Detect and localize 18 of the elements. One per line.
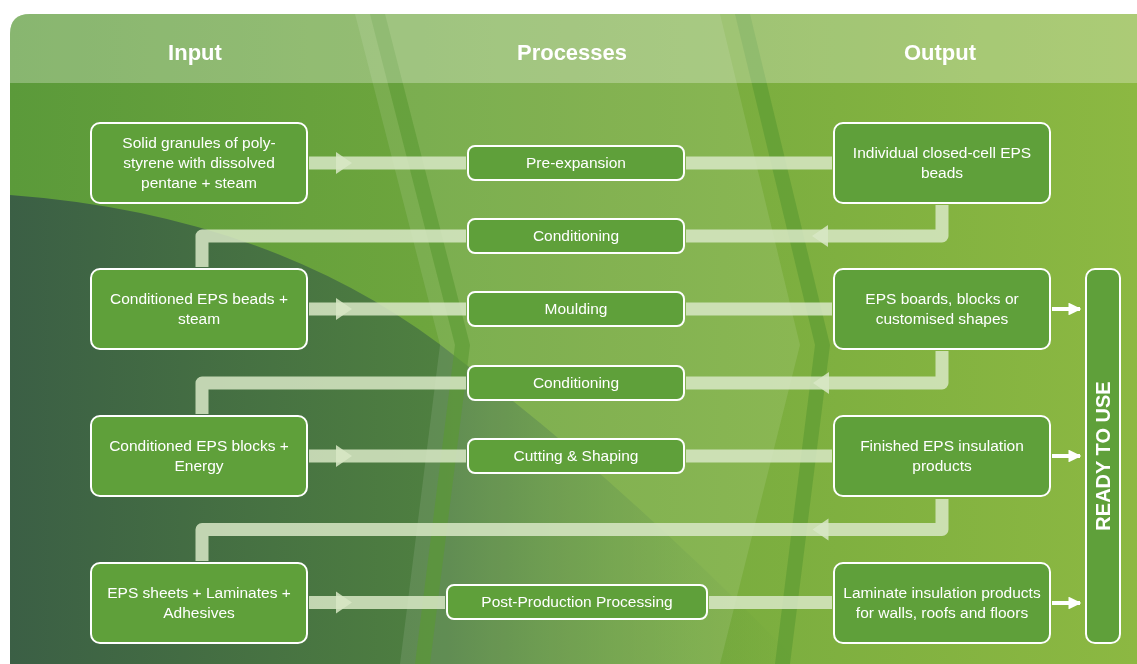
process-box: Conditioning	[467, 218, 685, 254]
output-box: Individual closed-cell EPS beads	[833, 122, 1051, 204]
process-box: Moulding	[467, 291, 685, 327]
column-heading: Input	[168, 40, 222, 66]
output-box: EPS boards, blocks or customised shapes	[833, 268, 1051, 350]
output-bar: READY TO USE	[1085, 268, 1121, 644]
column-heading: Output	[903, 40, 977, 66]
input-box: Solid granules of poly-styrene with dissolved pentane + steam	[90, 122, 308, 204]
input-box: EPS sheets + Laminates + Adhesives	[90, 562, 308, 644]
output-box: Laminate insulation products for walls, roofs and floors	[833, 562, 1051, 644]
column-heading: Processes	[516, 40, 628, 66]
input-box: Conditioned EPS blocks + Energy	[90, 415, 308, 497]
output-box: Finished EPS insulation products	[833, 415, 1051, 497]
process-box: Post-Production Processing	[446, 584, 708, 620]
process-box: Pre-expansion	[467, 145, 685, 181]
process-box: Conditioning	[467, 365, 685, 401]
input-box: Conditioned EPS beads + steam	[90, 268, 308, 350]
process-box: Cutting & Shaping	[467, 438, 685, 474]
